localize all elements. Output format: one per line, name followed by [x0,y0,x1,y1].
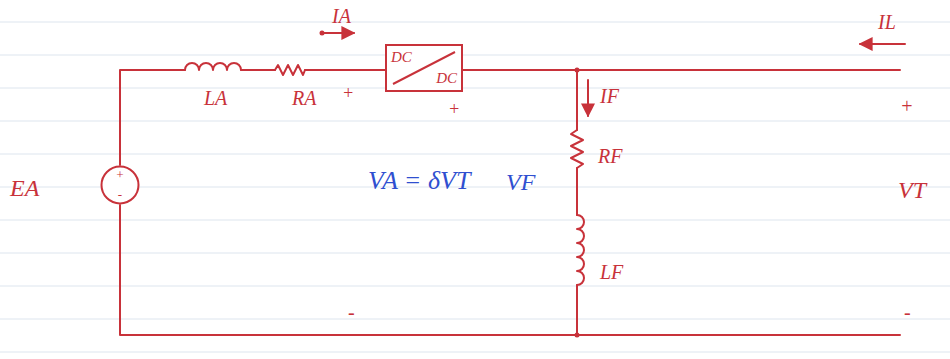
junction-dot [575,68,580,73]
component-label: LA [204,88,227,108]
polarity-sign: + [448,100,460,118]
wire [576,168,578,215]
wire [305,69,385,71]
polarity-sign: - [348,302,355,322]
converter-label: DC [391,50,412,65]
wire [576,285,578,335]
component-label: RF [598,146,622,166]
current-arrow [322,32,354,34]
current-label: IF [600,86,619,106]
wire [241,69,275,71]
return-wire [120,205,900,335]
voltage-label: EA [10,176,39,200]
resistor-symbol [275,65,305,75]
polarity-sign: - [118,188,122,201]
polarity-sign: + [342,84,354,102]
converter-label: DC [436,71,457,86]
current-arrow [587,80,589,116]
polarity-sign: + [116,168,125,181]
converter-box: DC DC [385,44,463,92]
equation-note: VA = δVT [368,168,470,194]
field-wire [576,70,578,130]
current-arrow [860,43,905,45]
armature-wire [120,70,185,165]
component-label: RA [292,88,316,108]
wire [463,69,900,71]
resistor-symbol [571,130,583,168]
inductor-symbol [185,63,241,70]
current-label: IL [878,12,896,32]
current-label: IA [332,6,351,26]
junction-dot [575,333,580,338]
polarity-sign: + [900,96,914,116]
inductor-symbol [577,215,584,285]
source-circle-outline [102,167,139,204]
source-circle: +- [100,165,140,205]
voltage-label: VF [506,170,535,194]
component-label: LF [600,262,623,282]
voltage-label: VT [898,178,926,202]
polarity-sign: - [904,302,911,322]
arrow-dot [320,31,325,36]
